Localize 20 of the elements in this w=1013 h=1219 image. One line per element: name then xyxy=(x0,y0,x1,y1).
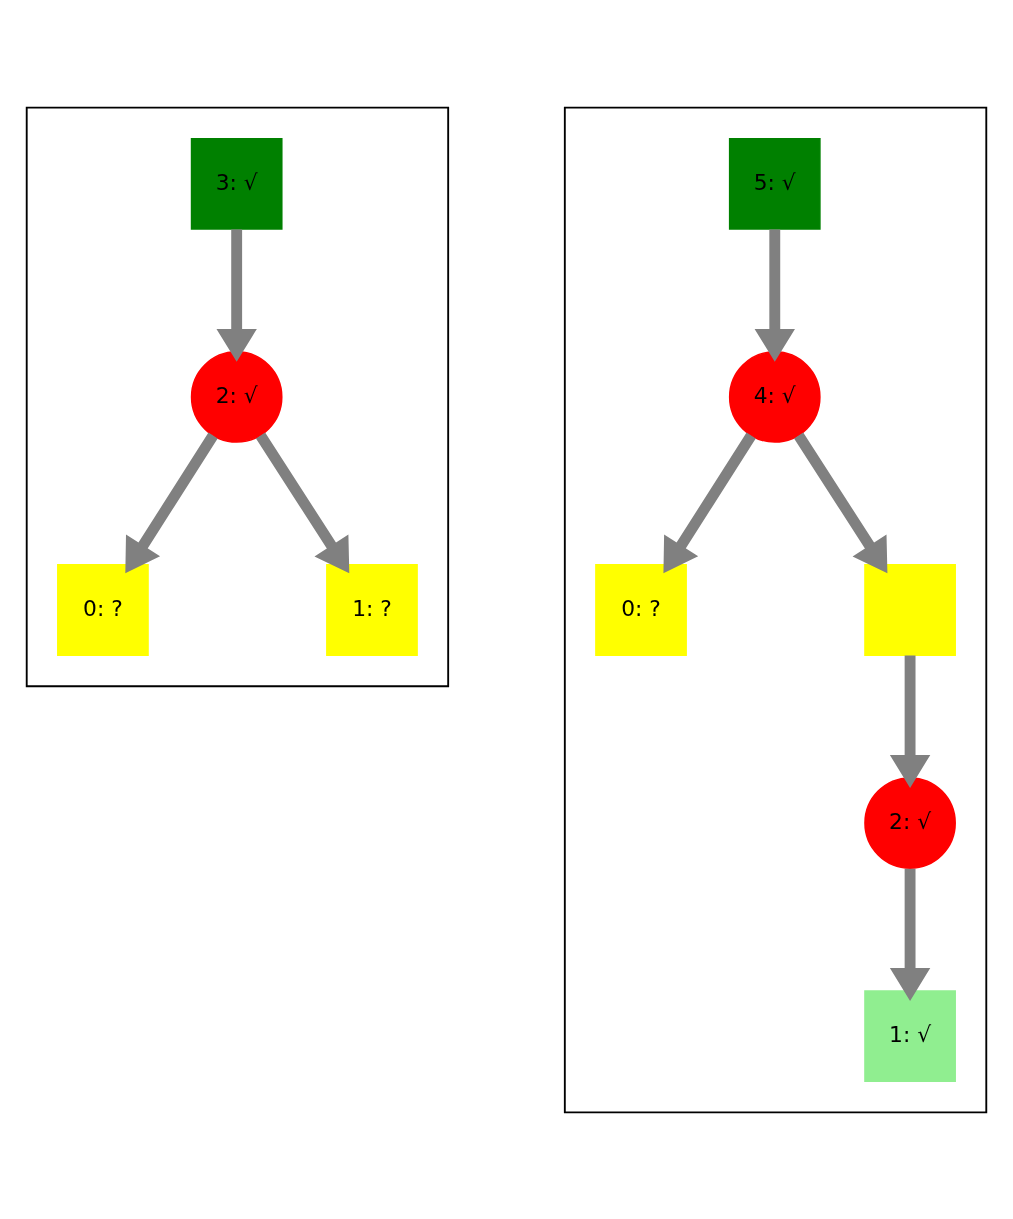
node-circle: 2: √ xyxy=(864,776,956,869)
arrow xyxy=(255,432,350,573)
node-box xyxy=(864,563,956,656)
node-box: 0: ? xyxy=(57,563,149,656)
cluster xyxy=(25,106,450,687)
cluster xyxy=(563,106,988,1113)
node-circle: 4: √ xyxy=(728,350,821,443)
arrow xyxy=(889,655,931,788)
arrow xyxy=(754,228,795,362)
node-circle: 2: √ xyxy=(190,350,283,443)
arrow xyxy=(216,228,257,362)
arrow xyxy=(663,432,756,573)
node-box: 1: ? xyxy=(326,563,418,656)
node-box: 5: √ xyxy=(728,137,821,230)
arrow xyxy=(794,432,888,573)
node-box: 0: ? xyxy=(595,563,687,656)
node-box: 3: √ xyxy=(190,137,283,230)
node-box: 1: √ xyxy=(864,989,956,1082)
arrow xyxy=(125,432,218,573)
arrow xyxy=(889,868,931,1001)
